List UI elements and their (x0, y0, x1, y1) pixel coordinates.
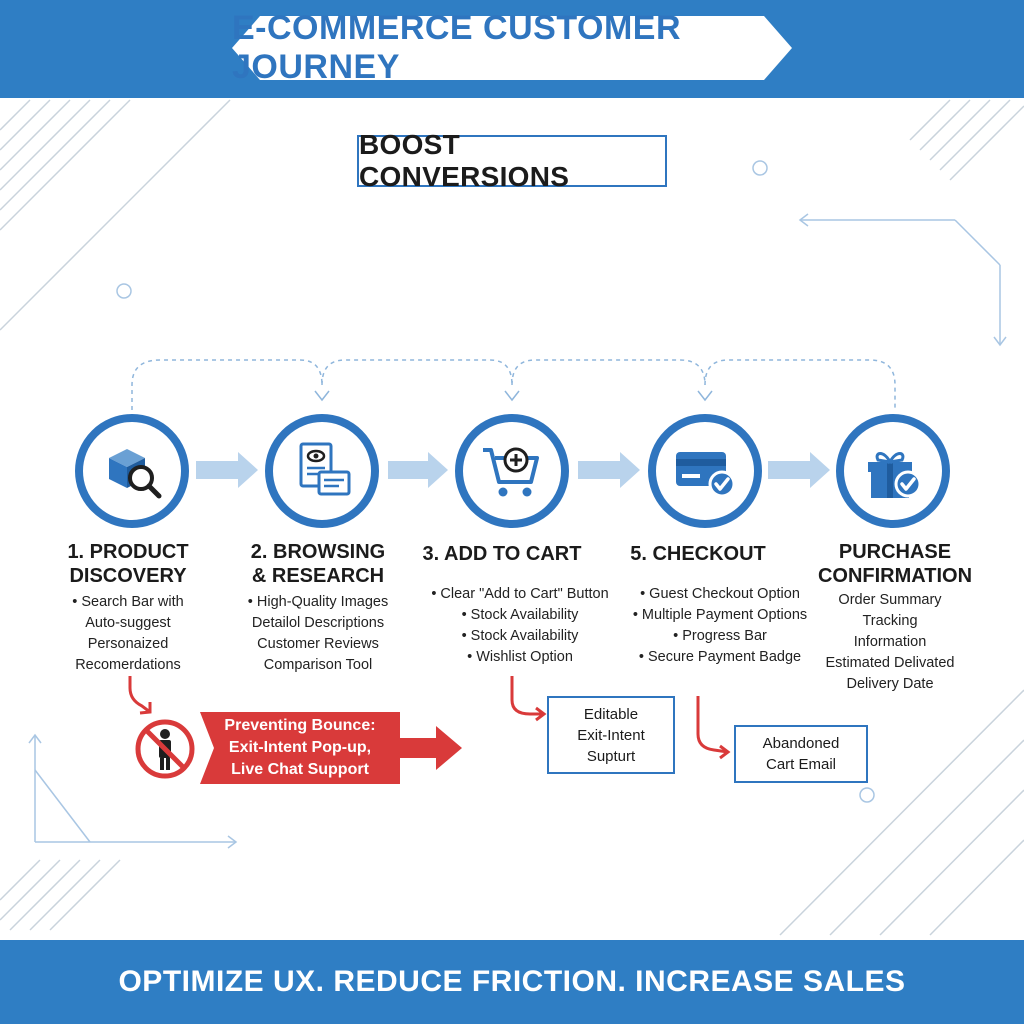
stage-cart-bullets: • Clear "Add to Cart" Button • Stock Ava… (431, 586, 609, 665)
document-review-icon (299, 442, 351, 496)
stage-checkout-title: 5. CHECKOUT (630, 543, 766, 565)
page-title: E-COMMERCE CUSTOMER JOURNEY (232, 9, 681, 86)
stage-confirmation-circle (836, 414, 950, 528)
credit-card-check-icon (676, 452, 736, 498)
stage-checkout-bullets: • Guest Checkout Option • Multiple Payme… (632, 586, 808, 665)
bounce-banner-shape (200, 712, 462, 784)
cart-callout-box: Editable Exit-Intent Supturt (547, 696, 675, 774)
stage-discovery-circle (75, 414, 189, 528)
stage-checkout-circle (648, 414, 762, 528)
stage-research-bullets: • High-Quality Images Detailol Descripti… (247, 594, 389, 673)
stage-cart-circle (455, 414, 569, 528)
title-plate: E-COMMERCE CUSTOMER JOURNEY (232, 9, 792, 86)
stage-research-circle (265, 414, 379, 528)
gift-check-icon (868, 452, 922, 498)
stage-discovery-bullets: • Search Bar with Auto-suggest Personaiz… (72, 594, 184, 673)
cart-add-icon (483, 447, 539, 497)
footer-tagline: OPTIMIZE UX. REDUCE FRICTION. INCREASE S… (0, 940, 1024, 1024)
stage-research-title: 2. BROWSING & RESEARCH (250, 541, 386, 587)
box-search-icon (109, 449, 162, 499)
bounce-banner-text: Preventing Bounce: Exit-Intent Pop-up, L… (224, 717, 376, 778)
checkout-callout-box: Abandoned Cart Email (734, 725, 868, 783)
stage-discovery-title: 1. PRODUCT DISCOVERY (67, 541, 189, 587)
stage-cart-title: 3. ADD TO CART (422, 543, 582, 565)
subtitle-box: BOOST CONVERSIONS (357, 129, 667, 192)
stage-confirmation-title: PURCHASE CONFIRMATION (817, 541, 973, 587)
stage-confirmation-bullets: Order Summary Tracking Information Estim… (825, 592, 955, 692)
no-person-icon (135, 719, 195, 779)
